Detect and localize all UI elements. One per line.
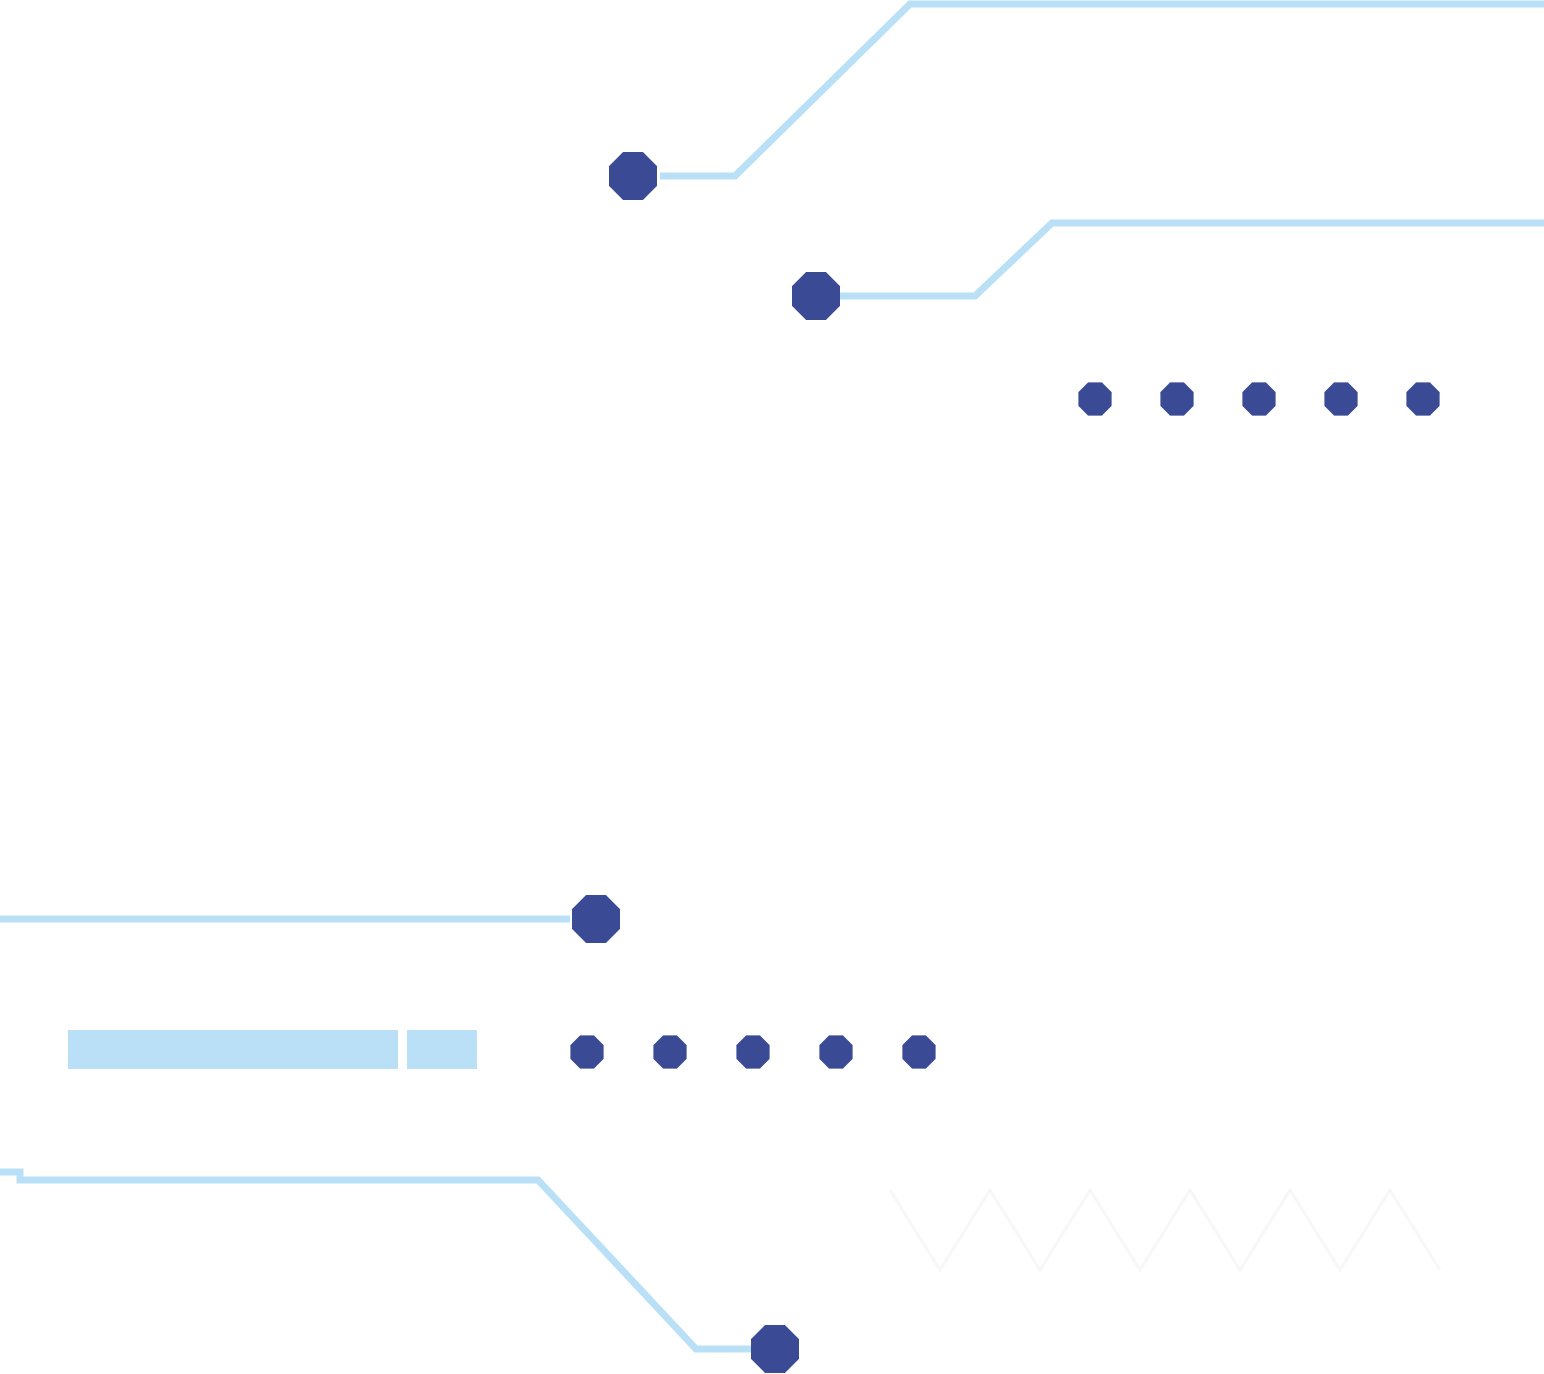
watermark-pattern <box>888 1187 1442 1273</box>
trace-bottom <box>0 1168 755 1353</box>
pad-dot-rows <box>570 382 1440 1069</box>
pad-dot-icon <box>1242 382 1276 416</box>
pad-dot-icon <box>653 1035 687 1069</box>
pad-dot-icon <box>1078 382 1112 416</box>
circuit-node-icon <box>572 895 620 943</box>
trace-top <box>660 0 1544 180</box>
bar-short <box>407 1030 477 1069</box>
pad-dot-icon <box>1406 382 1440 416</box>
pad-dot-icon <box>819 1035 853 1069</box>
pad-dot-icon <box>1160 382 1194 416</box>
circuit-node-icon <box>751 1325 799 1373</box>
circuit-node-icon <box>609 152 657 200</box>
pad-dot-icon <box>570 1035 604 1069</box>
trace-upper-middle <box>840 219 1544 300</box>
bar-long <box>68 1030 398 1069</box>
pad-dot-icon <box>902 1035 936 1069</box>
pad-dot-icon <box>736 1035 770 1069</box>
pad-dot-icon <box>1324 382 1358 416</box>
trace-nodes <box>572 152 840 1373</box>
circuit-node-icon <box>792 272 840 320</box>
